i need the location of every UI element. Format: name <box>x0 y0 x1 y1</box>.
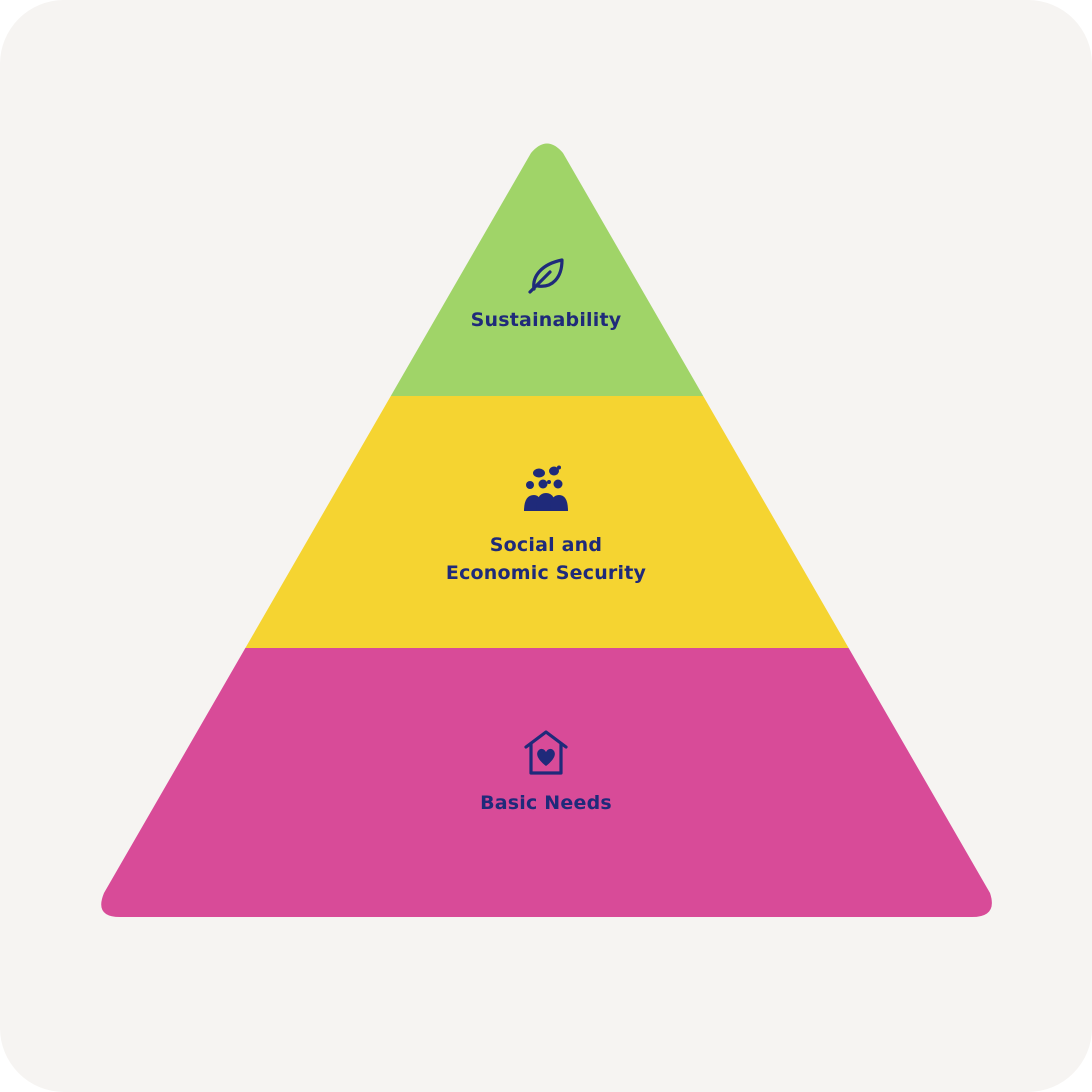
tier-top-sustainability <box>101 143 992 396</box>
tier-label-social-line1: Social and <box>489 534 603 556</box>
tier-label-basic-needs: Basic Needs <box>480 792 612 814</box>
tier-middle-content: Social and Economic Security <box>0 465 1092 587</box>
tier-bottom-content: Basic Needs <box>0 729 1092 817</box>
tier-bottom-basic-needs <box>101 648 992 917</box>
tier-label-social-line2: Economic Security <box>445 562 647 584</box>
house-heart-icon <box>524 730 568 775</box>
tier-label-sustainability: Sustainability <box>470 309 622 331</box>
tier-top-content: Sustainability <box>0 256 1092 334</box>
community-group-icon <box>524 465 568 511</box>
leaf-icon <box>528 258 564 294</box>
